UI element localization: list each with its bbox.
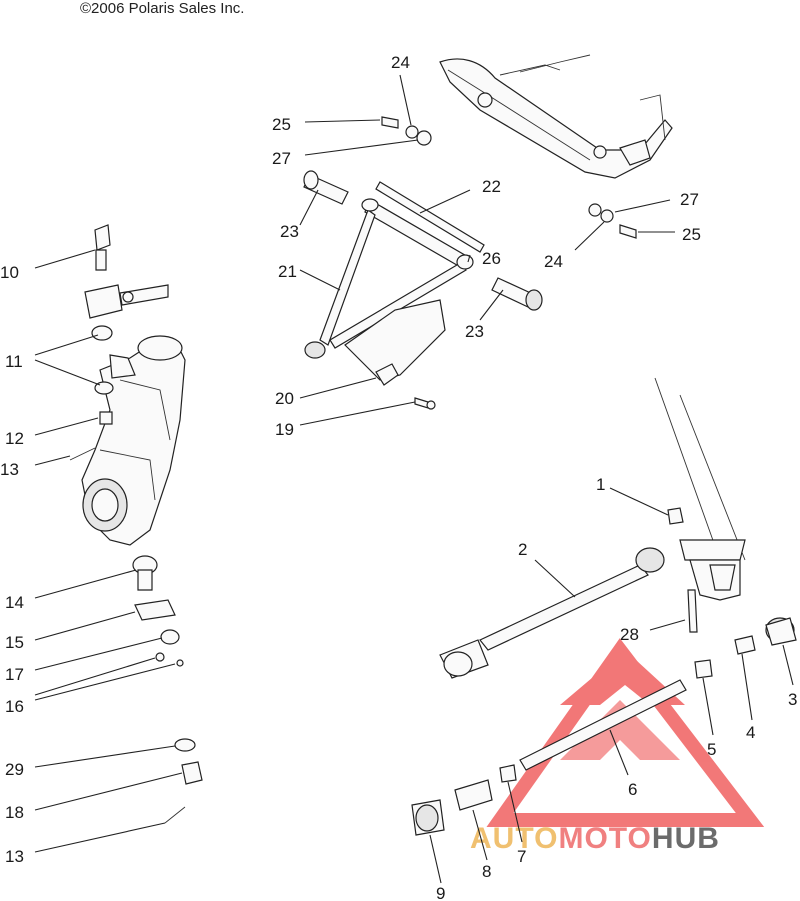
callout-7: 7: [517, 847, 526, 866]
callout-11: 11: [5, 352, 23, 371]
tie-rod-tube-6: [519, 679, 687, 771]
washer-17: [160, 629, 180, 645]
rod-end-9: [411, 799, 445, 836]
callout-21: 21: [278, 262, 297, 281]
callout-29: 29: [5, 760, 24, 779]
watermark-text: AUTOMOTOHUB: [470, 822, 720, 855]
bolt-19: [414, 397, 436, 410]
watermark-m-inner: [560, 700, 680, 760]
lower-ball-joint: [132, 555, 158, 591]
cotter-pin-13-upper: [69, 447, 96, 461]
callout-19: 19: [275, 420, 294, 439]
callout-26: 26: [482, 249, 501, 268]
nut-5: [694, 659, 713, 679]
bolts-16: [155, 652, 184, 667]
watermark-moto: MOTO: [558, 822, 651, 855]
callout-23-right: 23: [465, 322, 484, 341]
callout-13-lower: 13: [5, 847, 24, 866]
nut-7: [499, 764, 517, 783]
upper-ball-joint: [84, 224, 169, 319]
pivot-shaft: [375, 181, 485, 253]
watermark-logo: [486, 638, 765, 827]
washer-11-upper: [91, 325, 113, 341]
watermark-m-shape: [560, 650, 685, 705]
rod-end-4: [734, 635, 756, 655]
upper-a-arm: [304, 198, 474, 381]
watermark-hub: HUB: [652, 822, 720, 855]
upper-hardware-right: [588, 203, 637, 239]
nut-12: [99, 411, 113, 425]
callout-24-upper: 24: [391, 53, 410, 72]
copyright-text: ©2006 Polaris Sales Inc.: [80, 0, 244, 17]
leader-lines: [34, 74, 794, 884]
callout-27-left: 27: [272, 149, 291, 168]
tie-rod: [439, 547, 665, 679]
callout-17: 17: [5, 665, 24, 684]
callout-6: 6: [628, 780, 637, 799]
bushing-left: [303, 170, 349, 205]
callout-22: 22: [482, 177, 501, 196]
bushing-right: [491, 277, 543, 311]
plate-15: [134, 599, 176, 621]
callout-10: 10: [0, 263, 19, 282]
callout-1: 1: [596, 475, 605, 494]
upper-hardware-left: [381, 116, 432, 146]
callout-2: 2: [518, 540, 527, 559]
watermark-triangle-outer: [486, 638, 765, 827]
callout-18: 18: [5, 803, 24, 822]
washer-29: [174, 738, 196, 752]
callout-25-left: 25: [272, 115, 291, 134]
bolt-28: [687, 589, 698, 633]
watermark-auto: AUTO: [470, 822, 558, 855]
steering-knuckle: [81, 335, 186, 546]
callout-14: 14: [5, 593, 24, 612]
callout-28: 28: [620, 625, 639, 644]
callout-20: 20: [275, 389, 294, 408]
callout-9: 9: [436, 884, 445, 901]
nut-1: [667, 507, 684, 525]
callout-13-upper: 13: [0, 460, 19, 479]
clamp-20: [375, 363, 399, 386]
callout-16: 16: [5, 697, 24, 716]
cotter-pin-13-lower: [164, 806, 186, 824]
callout-24-right: 24: [544, 252, 563, 271]
nut-18: [181, 761, 203, 785]
callout-25-right: 25: [682, 225, 701, 244]
frame-rail: [439, 54, 673, 179]
callout-8: 8: [482, 862, 491, 881]
rod-end-3: [765, 617, 797, 646]
callout-27-right: 27: [680, 190, 699, 209]
callout-5: 5: [707, 740, 716, 759]
callout-12: 12: [5, 429, 24, 448]
callout-3: 3: [788, 690, 797, 709]
callout-4: 4: [746, 723, 755, 742]
steering-post: [654, 377, 746, 601]
callout-labels: 1 2 3 4 5 6 7 8 9 10 11 12 13 14 15 16 1…: [0, 53, 797, 901]
callout-15: 15: [5, 633, 24, 652]
rod-end-8: [454, 779, 493, 811]
callout-23-left: 23: [280, 222, 299, 241]
